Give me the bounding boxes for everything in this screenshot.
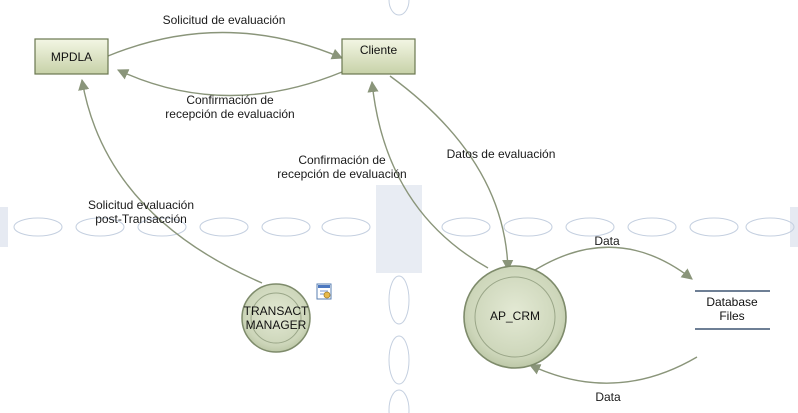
flow-label-confirmacion-top-line1: Confirmación de xyxy=(186,93,274,107)
guide-ellipse xyxy=(388,335,410,385)
flow-label-data-top: Data xyxy=(594,234,620,248)
flow-label-data-bottom: Data xyxy=(595,390,621,404)
document-gear-icon[interactable] xyxy=(316,283,332,300)
ap-crm-outer-circle xyxy=(463,265,567,369)
flow-arrow-data-bottom xyxy=(528,356,698,384)
flow-label-solicitud-post-line1: Solicitud evaluación xyxy=(88,198,194,212)
guide-ellipse xyxy=(388,389,410,413)
guide-ellipse xyxy=(75,217,125,237)
flow-arrow-solicitud xyxy=(107,31,344,60)
mpdla-label: MPDLA xyxy=(51,50,92,64)
guide-ellipse xyxy=(745,217,795,237)
database-files-store[interactable]: Database Files xyxy=(695,290,770,330)
flow-label-confirmacion-mid-line2: recepción de evaluación xyxy=(277,167,406,181)
flow-label-confirmacion-mid-line1: Confirmación de xyxy=(298,153,386,167)
guide-ellipse xyxy=(199,217,249,237)
flow-label-datos: Datos de evaluación xyxy=(447,147,556,161)
flow-arrow-datos xyxy=(389,75,514,272)
guide-ellipse xyxy=(388,275,410,325)
left-guide-band xyxy=(0,207,8,247)
flow-arrow-solicitud-post xyxy=(78,78,263,284)
transact-manager-process[interactable]: TRANSACT MANAGER xyxy=(241,283,311,353)
center-guide-block xyxy=(376,185,422,273)
guide-ellipse xyxy=(689,217,739,237)
guide-ellipse xyxy=(388,0,410,16)
transact-outer-circle xyxy=(241,283,311,353)
guide-ellipse xyxy=(321,217,371,237)
guide-ellipse xyxy=(261,217,311,237)
guide-ellipse xyxy=(13,217,63,237)
guide-ellipse xyxy=(503,217,553,237)
transact-label-line2: MANAGER xyxy=(246,318,307,332)
database-label-line2: Files xyxy=(719,309,744,323)
flow-label-solicitud-post-line2: post-Transacción xyxy=(95,212,187,226)
guide-ellipse xyxy=(565,217,615,237)
cliente-box xyxy=(341,38,416,75)
flow-arrows xyxy=(78,31,698,384)
flow-labels: Solicitud de evaluación Confirmación de … xyxy=(88,13,621,404)
cliente-entity[interactable]: Cliente xyxy=(341,38,416,75)
transact-label-line1: TRANSACT xyxy=(244,304,309,318)
mpdla-entity[interactable]: MPDLA xyxy=(34,38,109,75)
flow-label-confirmacion-top-line2: recepción de evaluación xyxy=(165,107,294,121)
database-label-line1: Database xyxy=(706,295,758,309)
mpdla-box xyxy=(34,38,109,75)
flow-arrow-confirmacion-mid xyxy=(367,80,489,269)
cliente-label: Cliente xyxy=(360,43,398,57)
guide-ellipse xyxy=(137,217,187,237)
flow-label-solicitud: Solicitud de evaluación xyxy=(163,13,286,27)
transact-inner-circle xyxy=(250,292,302,344)
guide-ellipse xyxy=(627,217,677,237)
flow-arrow-data-top xyxy=(519,246,693,281)
flow-arrow-confirmacion-top xyxy=(116,69,343,97)
ap-crm-process[interactable]: AP_CRM xyxy=(463,265,567,369)
ap-crm-inner-circle xyxy=(474,276,556,358)
guide-ellipse xyxy=(441,217,491,237)
ap-crm-label: AP_CRM xyxy=(490,309,540,323)
